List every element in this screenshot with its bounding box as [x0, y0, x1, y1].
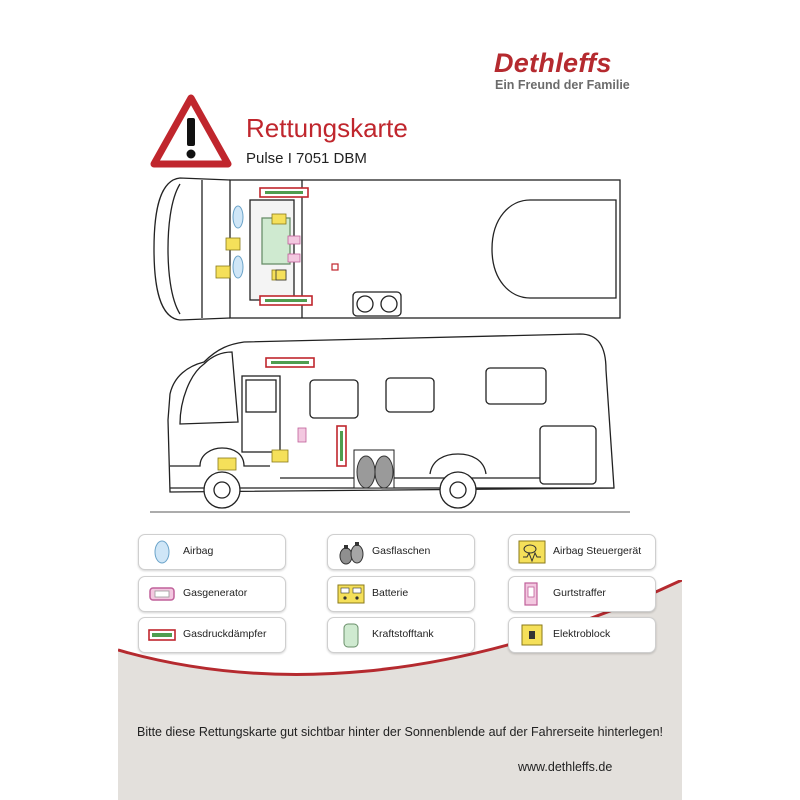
brand-logo: Dethleffs: [494, 48, 612, 78]
legend-item-gas-generator: Gasgenerator: [138, 576, 286, 612]
gas-bottles-icon: [339, 542, 364, 565]
legend-label: Gasdruckdämpfer: [183, 628, 267, 640]
top-view-components: [215, 187, 339, 306]
legend-item-airbag: Airbag: [138, 534, 286, 570]
top-view: [153, 177, 621, 321]
placement-notice: Bitte diese Rettungskarte gut sichtbar h…: [136, 725, 664, 739]
side-view: [150, 333, 630, 513]
belt-tensioner-icon: [524, 582, 538, 606]
legend-label: Batterie: [372, 587, 409, 599]
battery-icon: [337, 584, 365, 604]
gas-generator-icon: [149, 587, 175, 601]
legend-item-fuel-tank: Kraftstofftank: [327, 617, 475, 653]
legend-item-electric-block: Elektroblock: [508, 617, 656, 653]
legend-item-belt-tensioner: Gurtstraffer: [508, 576, 656, 612]
gas-damper-icon: [148, 629, 176, 641]
vehicle-model: Pulse I 7051 DBM: [246, 150, 367, 167]
legend-item-gas-damper: Gasdruckdämpfer: [138, 617, 286, 653]
side-view-components: [217, 357, 395, 489]
legend-item-battery: Batterie: [327, 576, 475, 612]
website-url: www.dethleffs.de: [518, 760, 613, 774]
legend-label: Gasflaschen: [372, 545, 431, 557]
legend-label: Kraftstofftank: [372, 628, 434, 640]
page-title: Rettungskarte: [246, 113, 408, 143]
legend-label: Elektroblock: [553, 628, 611, 640]
airbag-control-unit-icon: [518, 540, 546, 564]
legend-label: Airbag: [183, 545, 214, 557]
brand-tagline: Ein Freund der Familie: [495, 78, 630, 92]
fuel-tank-icon: [343, 623, 359, 648]
warning-icon: [150, 94, 232, 168]
vehicle-diagram: [150, 177, 630, 513]
electric-block-icon: [521, 624, 543, 646]
legend-item-gas-bottles: Gasflaschen: [327, 534, 475, 570]
legend-label: Airbag Steuergerät: [553, 545, 642, 557]
legend-item-airbag-control-unit: Airbag Steuergerät: [508, 534, 656, 570]
airbag-icon: [154, 540, 170, 564]
legend-label: Gasgenerator: [183, 587, 248, 599]
legend-label: Gurtstraffer: [553, 587, 606, 599]
